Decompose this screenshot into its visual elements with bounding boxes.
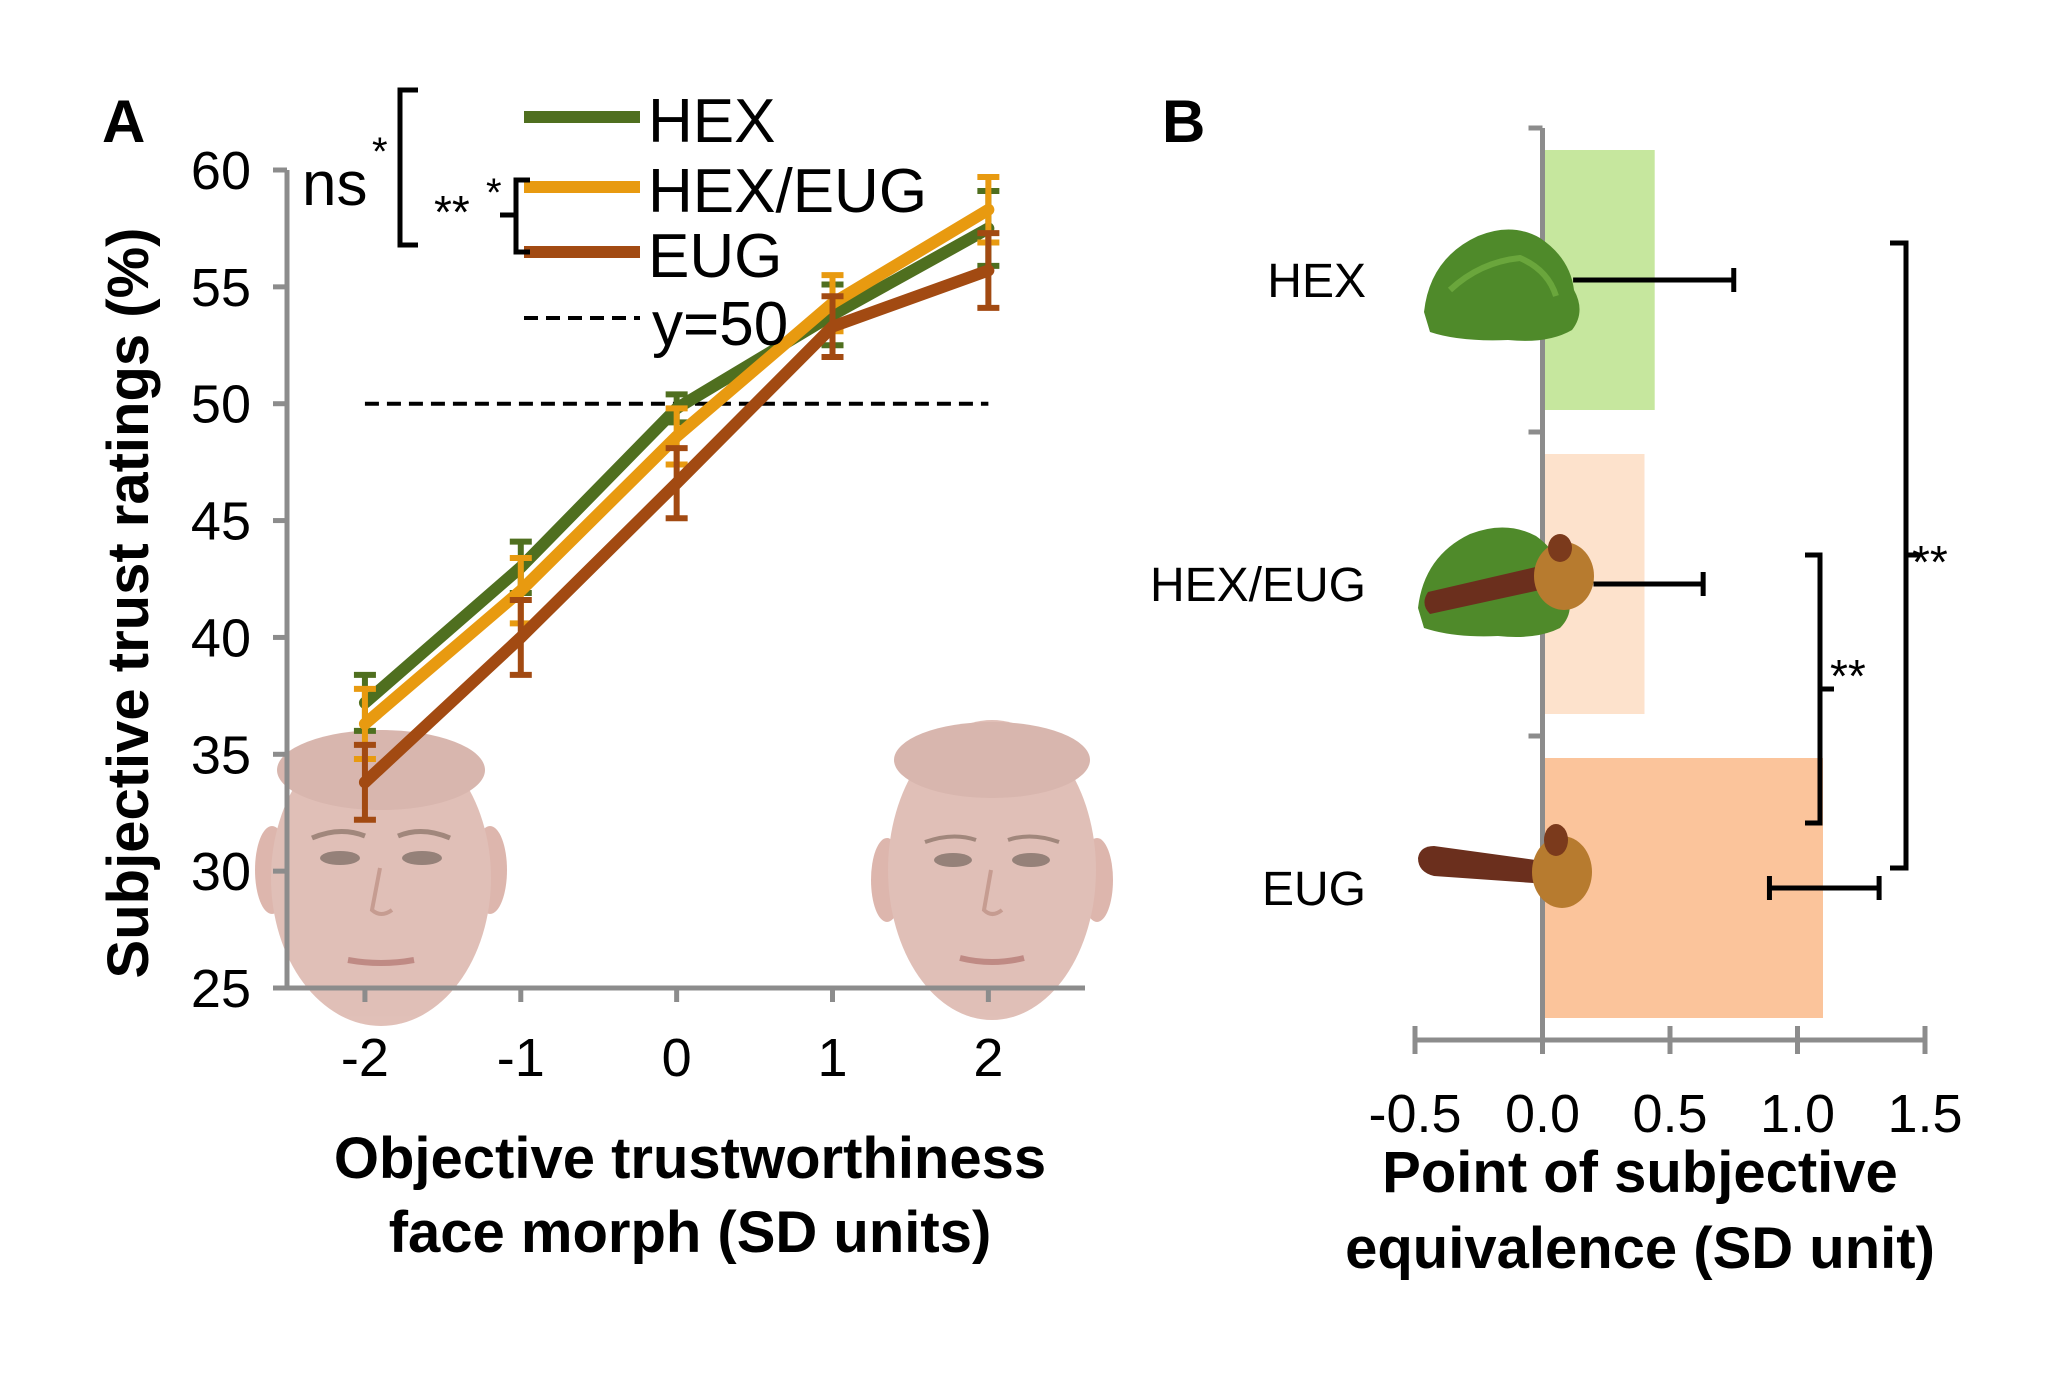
x-tick-label-1: 1	[817, 1028, 847, 1088]
panel-a-y-ticks: 25 30 35 40 45 50 55 60	[191, 141, 287, 1019]
bracket-ns	[397, 87, 418, 248]
eug-clove-image	[1418, 824, 1592, 908]
sig-label-hexeug-vs-eug: **	[1830, 650, 1866, 702]
line-hex-eug	[358, 203, 995, 730]
series-eug	[353, 230, 1000, 823]
legend-label-hex-eug: HEX/EUG	[648, 157, 927, 226]
panel-b-x-tick-label-0-5: 0.5	[1632, 1084, 1707, 1144]
sig-label-hex-vs-eug: **	[1912, 536, 1948, 588]
panel-b: B -0.5 0.0 0.5 1.0 1.5 HEX HEX/EUG EUG **	[1150, 88, 1963, 1281]
sig-star-ns: *	[372, 130, 388, 174]
y-tick-label-55: 55	[191, 258, 251, 318]
x-tick-label-0: 0	[662, 1028, 692, 1088]
legend-label-y50: y=50	[652, 290, 788, 359]
panel-b-category-labels: HEX HEX/EUG EUG	[1150, 255, 1366, 916]
y-tick-label-35: 35	[191, 725, 251, 785]
line-eug	[358, 264, 995, 789]
panel-a-x-ticks: -2 -1 0 1 2	[341, 988, 1003, 1088]
panel-a-label: A	[102, 88, 145, 155]
panel-b-x-ticks: -0.5 0.0 0.5 1.0 1.5	[1368, 1026, 1963, 1144]
hex-eug-mixture-image	[1418, 527, 1594, 637]
legend-label-hex: HEX	[648, 87, 775, 156]
hex-powder-image	[1424, 229, 1580, 341]
panel-b-x-axis-title-line1: Point of subjective	[1382, 1140, 1898, 1205]
panel-a-y-axis-title: Subjective trust ratings (%)	[96, 228, 161, 979]
panel-b-significance: ** **	[1805, 240, 1948, 871]
sig-label-double-star: **	[434, 186, 470, 238]
category-label-hex: HEX	[1267, 255, 1366, 308]
sig-label-ns: ns	[302, 150, 367, 219]
panel-b-x-tick-label-1-5: 1.5	[1887, 1084, 1962, 1144]
panel-a-axes	[284, 170, 1085, 991]
trustworthy-face-image	[871, 720, 1113, 1020]
panel-b-error-bars	[1573, 268, 1882, 900]
panel-b-x-axis-title-line2: equivalence (SD unit)	[1345, 1216, 1935, 1281]
y-tick-label-40: 40	[191, 608, 251, 668]
panel-b-x-tick-label-0-5: -0.5	[1368, 1084, 1461, 1144]
y-tick-label-60: 60	[191, 141, 251, 201]
y-tick-label-50: 50	[191, 375, 251, 435]
panel-a-x-axis-title-line1: Objective trustworthiness	[334, 1126, 1046, 1191]
x-tick-label-2: -2	[341, 1028, 389, 1088]
legend-label-eug: EUG	[648, 222, 782, 291]
y-tick-label-45: 45	[191, 492, 251, 552]
panel-a: A 25 30 35 40 45 50 55 60 -2 -1 0 1 2	[96, 87, 1113, 1265]
panel-a-x-axis-title-line2: face morph (SD units)	[389, 1200, 992, 1265]
panel-a-significance: ns * ** *	[302, 87, 530, 255]
panel-a-series	[353, 174, 1000, 823]
panel-b-x-tick-label-0-0: 0.0	[1505, 1084, 1580, 1144]
y-tick-label-25: 25	[191, 959, 251, 1019]
category-label-eug: EUG	[1262, 863, 1366, 916]
bracket-hex-vs-eug	[1890, 240, 1909, 871]
panel-b-x-tick-label-1-0: 1.0	[1760, 1084, 1835, 1144]
panel-a-legend: HEX HEX/EUG EUG y=50	[524, 87, 927, 359]
x-tick-label-2: 2	[973, 1028, 1003, 1088]
sig-star-double-star: *	[486, 171, 502, 215]
x-tick-label-1: -1	[497, 1028, 545, 1088]
panel-b-label: B	[1162, 88, 1205, 155]
category-label-hex-eug: HEX/EUG	[1150, 559, 1366, 612]
y-tick-label-30: 30	[191, 842, 251, 902]
